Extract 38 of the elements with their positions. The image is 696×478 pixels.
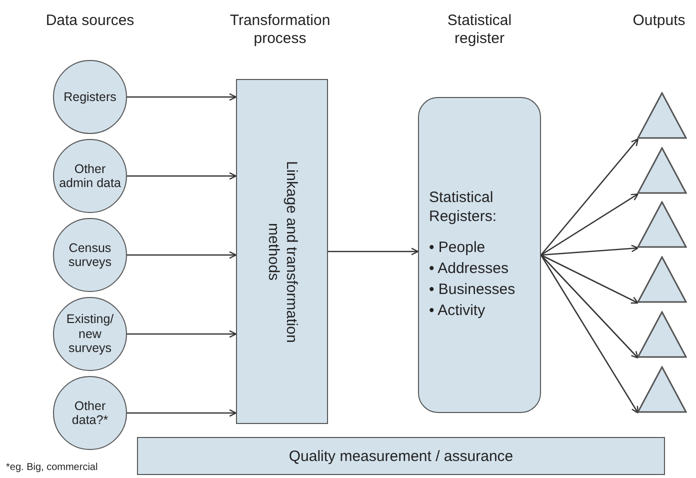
- register-heading: Statistical Registers:: [429, 189, 498, 227]
- source-label: Registers: [62, 90, 118, 104]
- output-triangle: [637, 256, 687, 303]
- output-triangle: [637, 201, 687, 248]
- source-label: Other admin data: [58, 162, 122, 190]
- column-heading: Transformation process: [228, 12, 332, 48]
- arrow: [540, 254, 639, 359]
- arrow: [127, 251, 237, 259]
- arrow: [540, 254, 639, 414]
- footnote: *eg. Big, commercial: [6, 462, 99, 474]
- arrow: [127, 330, 237, 338]
- output-triangle: [637, 147, 687, 194]
- quality-label: Quality measurement / assurance: [288, 448, 514, 464]
- output-triangle: [637, 366, 687, 413]
- source-label: Other data?*: [70, 398, 110, 428]
- arrow: [540, 244, 639, 256]
- column-heading: Data sources: [45, 12, 135, 30]
- source-label: Census surveys: [67, 240, 113, 270]
- output-triangle: [637, 311, 687, 358]
- bullet-item: • People: [429, 238, 486, 258]
- source-label: Existing/ new surveys: [65, 312, 115, 356]
- column-heading: Statistical register: [446, 12, 513, 48]
- bullet-item: • Businesses: [429, 280, 516, 300]
- arrow: [328, 248, 419, 256]
- column-heading: Outputs: [632, 12, 686, 30]
- process-label: Linkage and transformation methods: [264, 160, 300, 344]
- arrow: [540, 254, 639, 304]
- arrow: [127, 172, 237, 180]
- arrow: [540, 193, 639, 256]
- process-box: [236, 79, 328, 424]
- arrow: [127, 409, 237, 417]
- quality-bar: [137, 437, 665, 475]
- bullet-item: • Addresses: [429, 258, 508, 279]
- output-triangle: [637, 92, 687, 139]
- bullet-item: • Activity: [429, 300, 486, 321]
- arrow: [127, 93, 237, 101]
- arrow: [540, 138, 639, 256]
- register-box: [418, 97, 541, 413]
